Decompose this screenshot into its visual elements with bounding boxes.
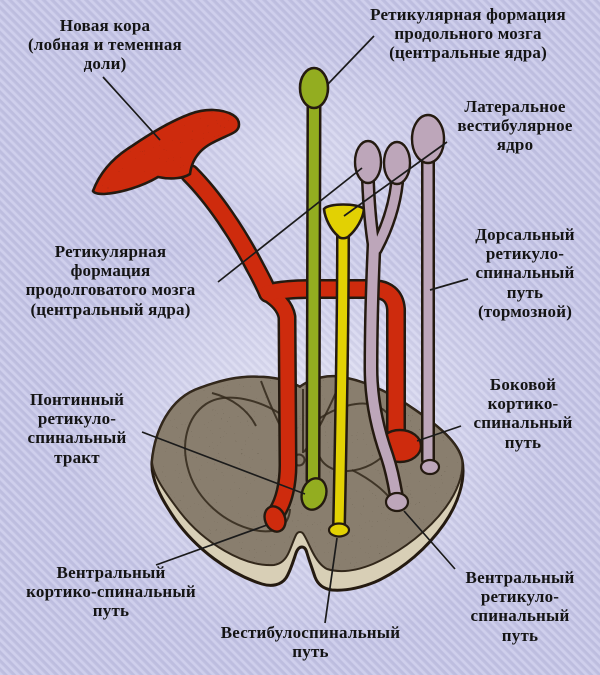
yellow-stalk xyxy=(334,230,348,531)
label-lateral-corticospinal: Боковой кортико- спинальный путь xyxy=(473,375,573,452)
green-stalk xyxy=(308,93,319,485)
label-pontine-reticulospinal: Понтинный ретикуло- спинальный тракт xyxy=(27,390,127,467)
left-gray-matter xyxy=(184,396,291,533)
connector-reticular-formation-top xyxy=(327,35,375,85)
label-reticular-formation-medulla: Ретикулярная формация продолговатого моз… xyxy=(25,242,196,319)
neocortex-texture xyxy=(93,109,239,194)
reticulospinal-lavender-system xyxy=(353,113,446,513)
ventral-corticospinal-ending xyxy=(263,505,287,533)
connector-reticular-formation-medulla xyxy=(217,167,363,283)
vestibulospinal-ending xyxy=(327,522,351,538)
reticular-formation-nucleus-green xyxy=(298,66,330,110)
reticular-nucleus-c xyxy=(410,113,446,165)
ventral-reticulospinal-ending xyxy=(384,491,410,513)
left-dorsal-horn-arc xyxy=(211,392,257,427)
label-ventral-reticulospinal: Вентральный ретикуло- спинальный путь xyxy=(465,568,575,645)
label-connectors xyxy=(102,35,469,624)
label-dorsal-reticulospinal: Дорсальный ретикуло- спинальный путь (то… xyxy=(475,225,575,321)
label-reticular-formation-top: Ретикулярная формация продольного мозга … xyxy=(370,5,566,63)
cortex-axon xyxy=(182,166,276,301)
lateral-vestibular-nucleus-funnel xyxy=(322,203,366,240)
connector-ventral-corticospinal xyxy=(155,524,268,566)
connector-lateral-corticospinal xyxy=(416,425,462,442)
connector-ventral-reticulospinal xyxy=(403,510,456,570)
reticular-nucleus-a xyxy=(353,139,383,185)
connector-vestibulospinal xyxy=(324,537,338,624)
pontine-reticulospinal-ending xyxy=(300,477,328,511)
label-neocortex: Новая кора (лобная и теменная доли) xyxy=(28,16,182,74)
dorsal-reticulospinal-ending xyxy=(419,458,441,476)
connector-dorsal-reticulospinal xyxy=(429,278,469,291)
vestibulospinal-yellow-system xyxy=(322,203,366,538)
label-ventral-corticospinal: Вентральный кортико-спинальный путь xyxy=(26,563,196,621)
ventral-reticulospinal-tract xyxy=(366,241,401,499)
connector-lateral-vestibular xyxy=(343,141,448,217)
connector-neocortex xyxy=(102,76,161,141)
connector-pontine-reticulospinal xyxy=(141,431,306,495)
label-vestibulospinal: Вестибулоспинальный путь xyxy=(220,623,401,662)
label-lateral-vestibular-nucleus: Латеральное вестибулярное ядро xyxy=(457,97,573,155)
pontine-reticulospinal-green-system xyxy=(298,66,330,511)
